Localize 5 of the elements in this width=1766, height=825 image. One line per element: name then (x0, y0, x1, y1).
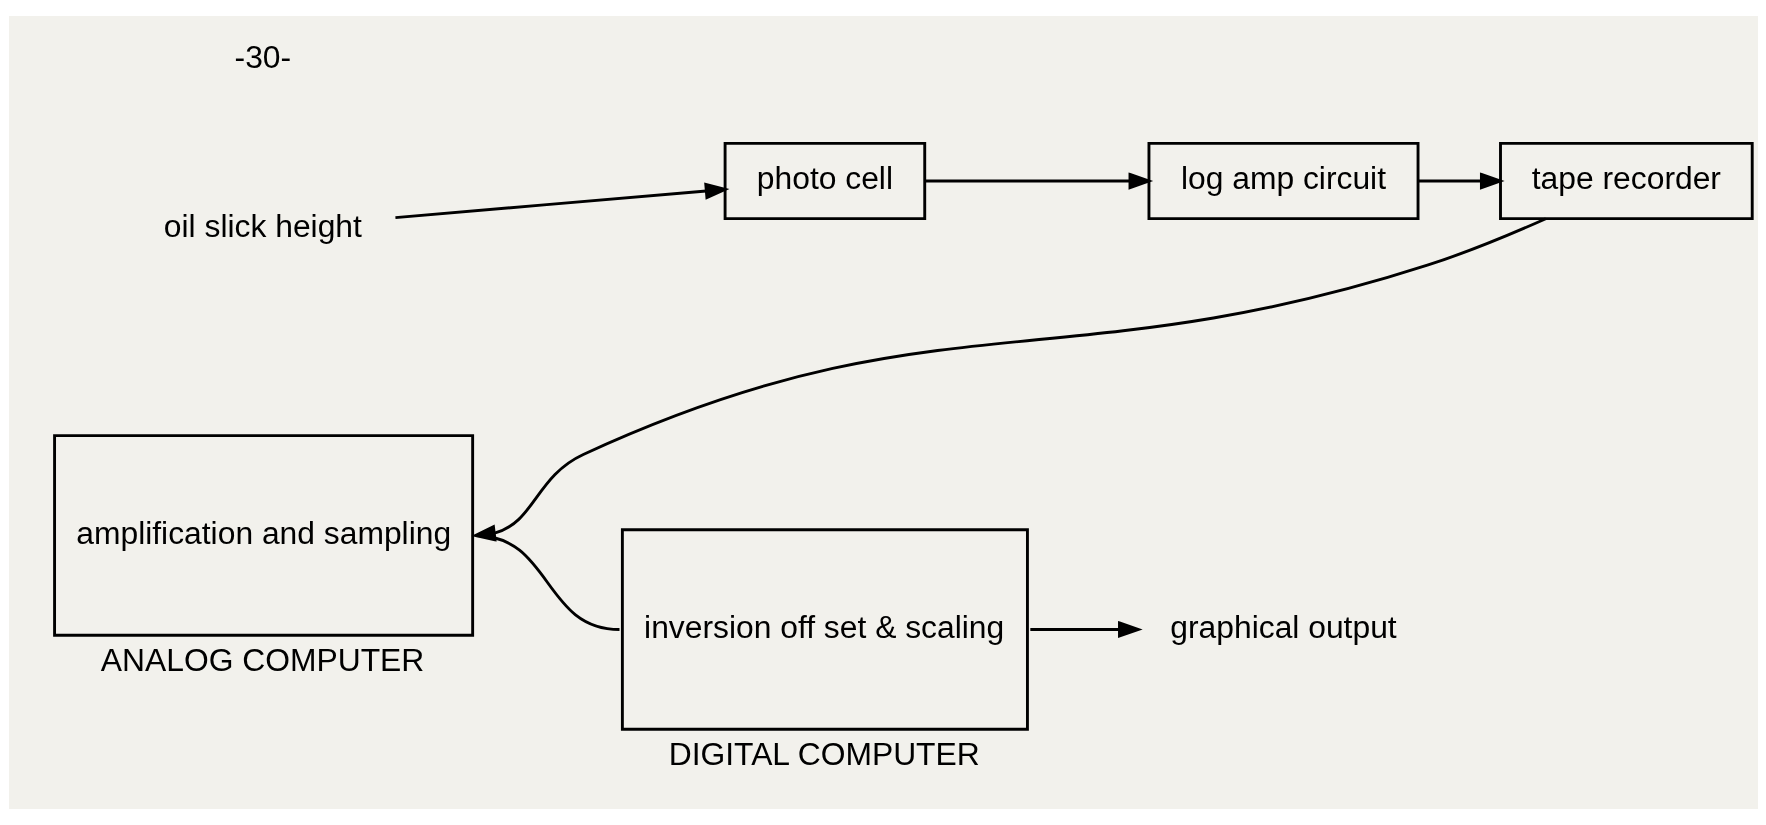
node-text: oil slick height (163, 207, 362, 244)
node-text: graphical output (1169, 608, 1397, 645)
node-label: ANALOG COMPUTER (100, 641, 424, 678)
node-label: DIGITAL COMPUTER (668, 735, 980, 772)
label: -30- (234, 38, 291, 75)
